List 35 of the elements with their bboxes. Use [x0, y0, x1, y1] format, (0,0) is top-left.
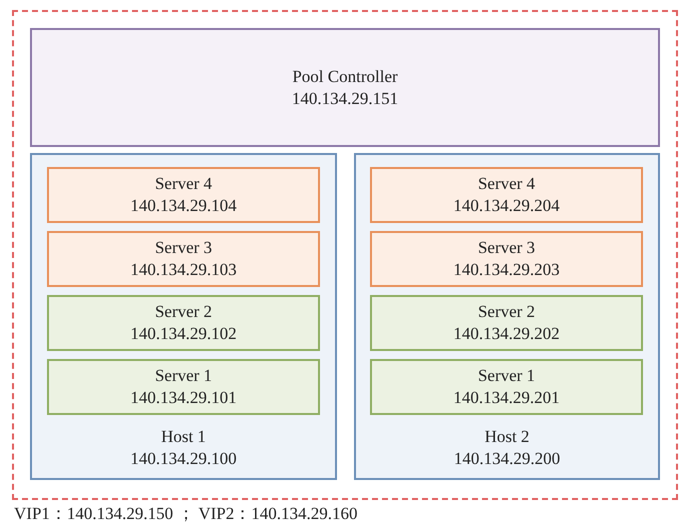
- server-box: [47, 295, 320, 351]
- host-box: [30, 153, 337, 480]
- server-box: [370, 167, 643, 223]
- node-text: Host 1: [160, 426, 207, 448]
- node-text: 140.134.29.104: [129, 195, 238, 217]
- node-text: Host 2: [484, 426, 530, 448]
- node-text: 140.134.29.202: [452, 323, 561, 345]
- node-text: Server 1: [154, 365, 214, 387]
- dashed-frame: [12, 10, 678, 500]
- node-text: Server 2: [154, 301, 214, 323]
- node-text: Server 3: [476, 237, 536, 259]
- node-text: Server 3: [154, 237, 214, 259]
- vip-note: VIP1：140.134.29.150 ； VIP2：140.134.29.160: [14, 503, 358, 522]
- server-box: [370, 295, 643, 351]
- node-text: Server 1: [476, 365, 536, 387]
- node-text: 140.134.29.101: [129, 387, 238, 409]
- host-box: [354, 153, 660, 480]
- node-text: 140.134.29.200: [452, 448, 562, 470]
- node-text: 140.134.29.100: [129, 448, 238, 470]
- node-text: 140.134.29.102: [129, 323, 238, 345]
- node-text: 140.134.29.204: [452, 195, 561, 217]
- node-text: 140.134.29.201: [452, 387, 561, 409]
- node-text: Server 4: [154, 173, 214, 195]
- server-box: [47, 231, 320, 287]
- server-box: [47, 167, 320, 223]
- node-text: 140.134.29.151: [290, 88, 400, 110]
- server-box: [370, 359, 643, 415]
- server-box: [370, 231, 643, 287]
- node-text: Pool Controller: [291, 66, 399, 88]
- node-text: 140.134.29.103: [129, 259, 238, 281]
- node-text: Server 2: [476, 301, 536, 323]
- controller-box: [30, 28, 660, 147]
- node-text: 140.134.29.203: [452, 259, 561, 281]
- node-text: Server 4: [476, 173, 536, 195]
- server-box: [47, 359, 320, 415]
